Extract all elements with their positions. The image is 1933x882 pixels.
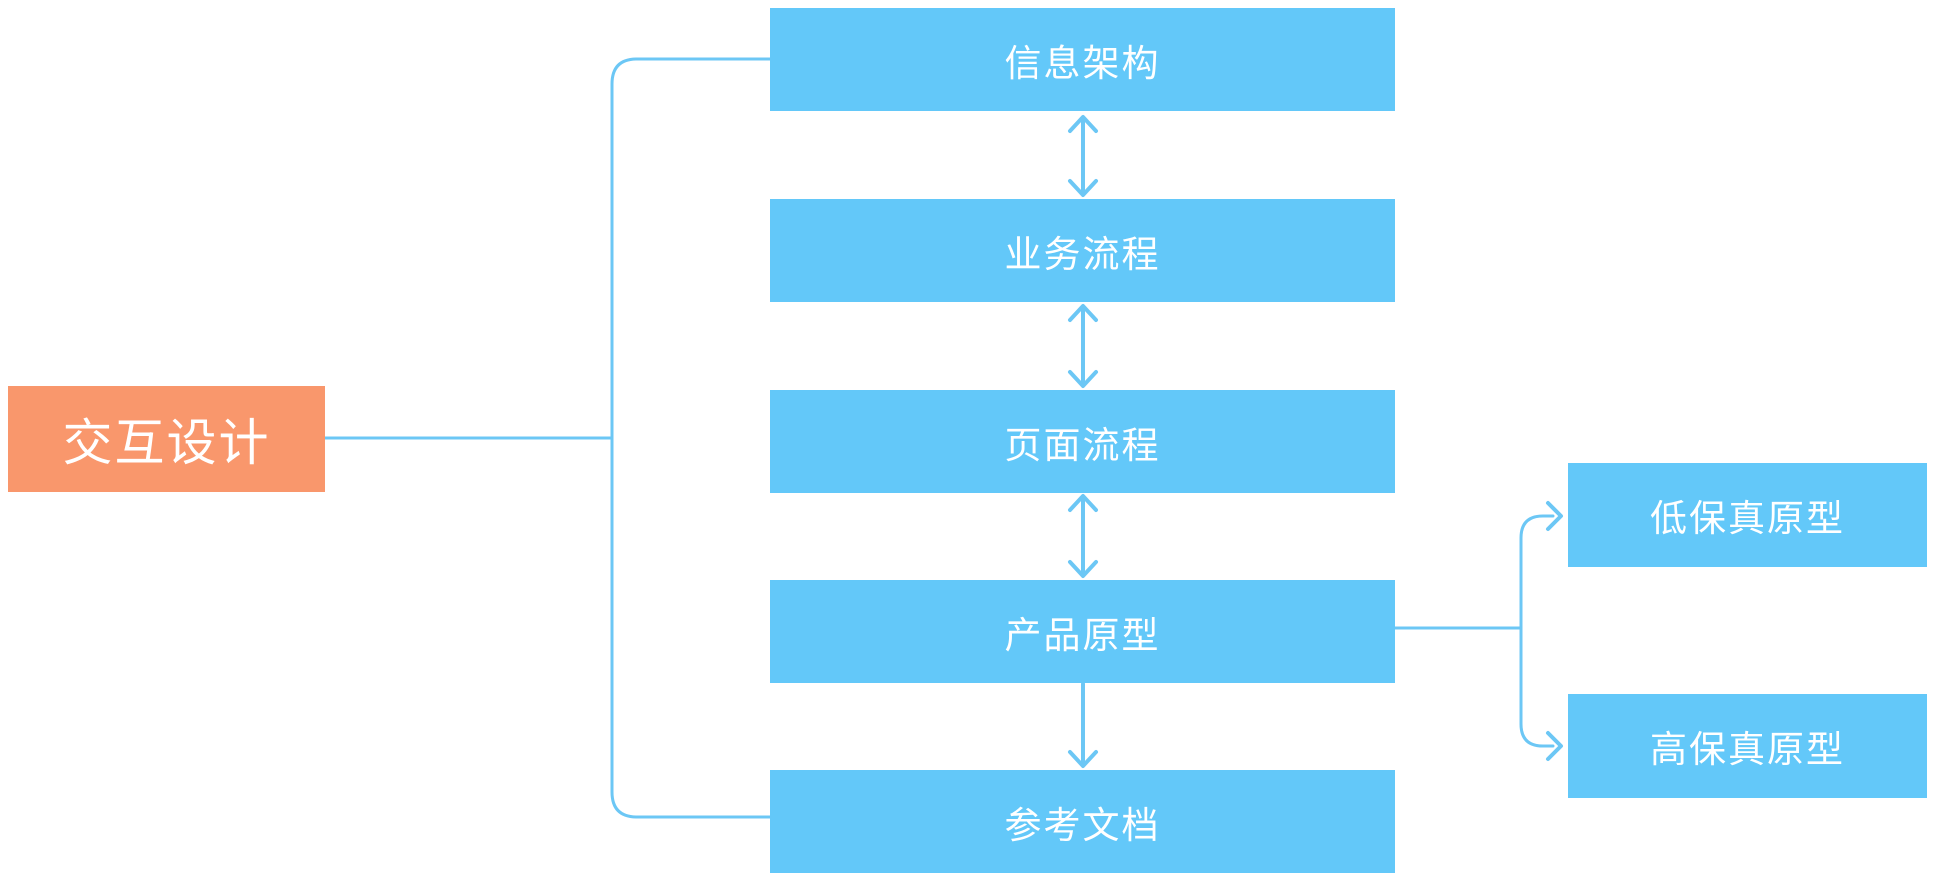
node-page-flow: 页面流程: [770, 390, 1395, 493]
node-information-architecture: 信息架构: [770, 8, 1395, 111]
node-label: 低保真原型: [1650, 497, 1845, 540]
node-business-process: 业务流程: [770, 199, 1395, 302]
node-label: 页面流程: [1004, 423, 1161, 467]
node-product-prototype: 产品原型: [770, 580, 1395, 683]
arrow-main-1-2: [1068, 304, 1098, 388]
node-label: 高保真原型: [1650, 728, 1845, 771]
node-label: 产品原型: [1004, 613, 1161, 657]
node-label: 参考文档: [1004, 803, 1161, 847]
connector-prototype-branch: [1393, 501, 1563, 761]
node-label: 信息架构: [1004, 41, 1161, 85]
node-high-fidelity-prototype: 高保真原型: [1568, 694, 1927, 798]
connector-root-bracket: [323, 57, 772, 819]
arrow-main-0-1: [1068, 115, 1098, 197]
node-low-fidelity-prototype: 低保真原型: [1568, 463, 1927, 567]
arrow-main-2-3: [1068, 494, 1098, 578]
node-label: 交互设计: [62, 414, 271, 472]
arrow-main-3-4: [1068, 682, 1098, 768]
node-reference-docs: 参考文档: [770, 770, 1395, 873]
node-interaction-design: 交互设计: [8, 386, 325, 492]
node-label: 业务流程: [1004, 232, 1161, 276]
